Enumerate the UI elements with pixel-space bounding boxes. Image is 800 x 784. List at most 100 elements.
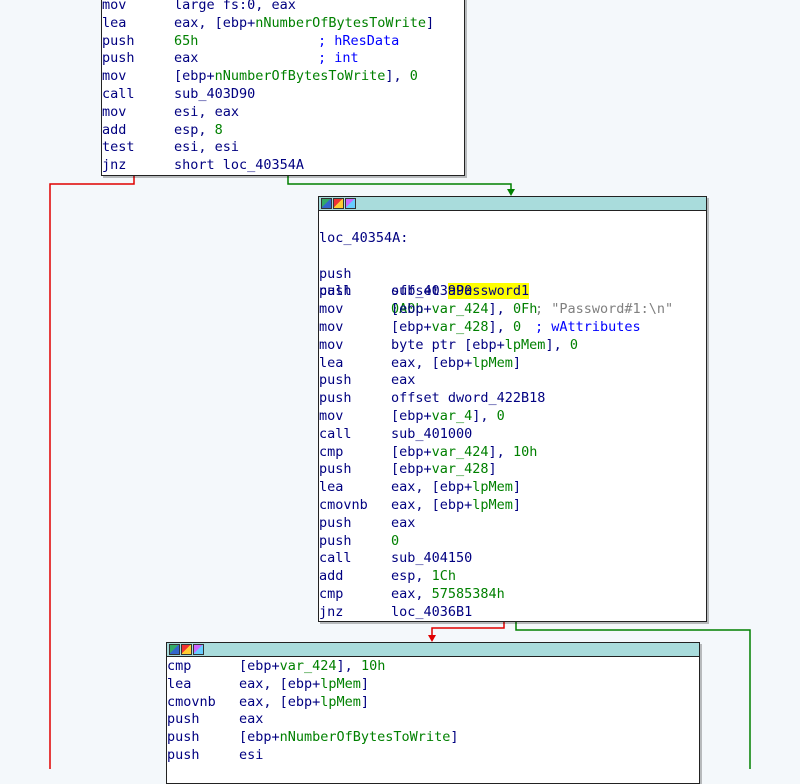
asm-line[interactable]: mov[ebp+var_4], 0 — [319, 408, 706, 426]
operand-text: offset dword_422B18 — [391, 390, 546, 407]
edge-false-block1-down — [49, 176, 135, 769]
operand-text: esi — [239, 746, 264, 763]
asm-line[interactable]: mov [ebp+nNumberOfBytesToWrite], 0 — [102, 68, 464, 86]
asm-line[interactable]: push offset aPassword1 ; "Password#1:\n" — [319, 265, 674, 318]
asm-line[interactable]: test esi, esi — [102, 139, 464, 157]
highlighted-symbol[interactable]: aPassword1 — [447, 283, 530, 300]
mnemonic: call — [319, 283, 352, 300]
asm-line[interactable]: cmp[ebp+var_424], 10h — [319, 444, 706, 462]
operand-text: ] — [425, 14, 435, 31]
graph-color-icon[interactable] — [321, 198, 332, 209]
operand-text: [ebp+ — [391, 301, 432, 318]
edge-false-block2-block3 — [431, 620, 505, 640]
mnemonic: cmp — [167, 658, 192, 674]
operand-text: [ebp+ — [391, 443, 432, 460]
asm-line[interactable]: call sub_403D90 — [102, 86, 464, 104]
operands: [ebp+nNumberOfBytesToWrite], 0 — [174, 68, 418, 86]
code-block-loc-40354a[interactable]: loc_40354A: push offset aPassword1 ; "Pa… — [318, 196, 707, 622]
operands: 65h — [174, 33, 198, 51]
operand-text: [ebp+ — [391, 407, 432, 424]
mnemonic: call — [102, 85, 135, 102]
operands: [ebp+var_424], 10h — [239, 658, 385, 676]
operand-text: ], — [488, 443, 513, 460]
operands: eax, [ebp+lpMem] — [239, 694, 369, 712]
asm-line[interactable]: mov [ebp+var_424], 0Fh — [319, 301, 706, 319]
asm-line[interactable]: push[ebp+nNumberOfBytesToWrite] — [167, 729, 699, 747]
asm-line[interactable]: mov[ebp+var_428], 0 — [319, 319, 706, 337]
operands: offset dword_422B18 — [391, 390, 545, 408]
mnemonic: lea — [319, 354, 344, 371]
asm-line[interactable]: cmp [ebp+var_424], 10h — [167, 658, 699, 676]
operand-text: short loc_40354A — [174, 157, 305, 174]
graph-color-icon[interactable] — [169, 644, 180, 655]
mnemonic: mov — [319, 318, 344, 335]
operands: loc_4036B1 — [391, 604, 472, 622]
operand-text: eax — [391, 372, 416, 389]
asm-line[interactable]: push[ebp+var_428] — [319, 461, 706, 479]
operands: esi, esi — [174, 139, 239, 157]
operand-text: sub_403D90 — [174, 85, 256, 102]
mnemonic: mov — [319, 301, 344, 318]
mnemonic: push — [102, 50, 135, 67]
mnemonic: cmp — [319, 585, 344, 602]
operands: [ebp+var_424], 0Fh — [391, 301, 537, 319]
operand-number: 0Fh — [512, 301, 538, 318]
mnemonic: test — [102, 139, 135, 156]
operand-text: eax — [174, 50, 199, 67]
operand-text: eax, — [391, 585, 432, 602]
operand-text: [ebp+ — [239, 658, 280, 674]
mnemonic: push — [319, 514, 352, 531]
operand-text: ], — [472, 407, 497, 424]
operand-symbol: lpMem — [472, 354, 513, 371]
arrowhead-block2 — [507, 189, 515, 196]
mnemonic: mov — [102, 68, 127, 85]
operand-text: ], — [488, 318, 513, 335]
operands: eax, [ebp+lpMem] — [391, 479, 521, 497]
block-label[interactable]: loc_40354A: — [319, 230, 409, 246]
graph-image-icon[interactable] — [181, 644, 192, 655]
graph-group-icon[interactable] — [193, 644, 204, 655]
operands: esp, 1Ch — [391, 568, 456, 586]
comment: ; hResData — [318, 32, 400, 49]
operand-symbol: var_424 — [279, 658, 337, 674]
operand-symbol: var_4 — [431, 407, 473, 424]
graph-image-icon[interactable] — [333, 198, 344, 209]
operand-text: ] — [360, 693, 370, 710]
operand-text: large fs:0, eax — [174, 0, 296, 13]
graph-group-icon[interactable] — [345, 198, 356, 209]
asm-line[interactable]: push 0A0h ; wAttributes — [319, 283, 641, 335]
operand-text: eax, [ebp+ — [391, 479, 473, 496]
operand-text: esp, — [174, 121, 215, 138]
mnemonic: push — [319, 461, 352, 478]
operands: eax, [ebp+nNumberOfBytesToWrite] — [174, 15, 434, 33]
asm-line[interactable]: push eax — [319, 515, 706, 533]
operand-text: eax — [391, 514, 416, 531]
mnemonic: call — [319, 425, 352, 442]
